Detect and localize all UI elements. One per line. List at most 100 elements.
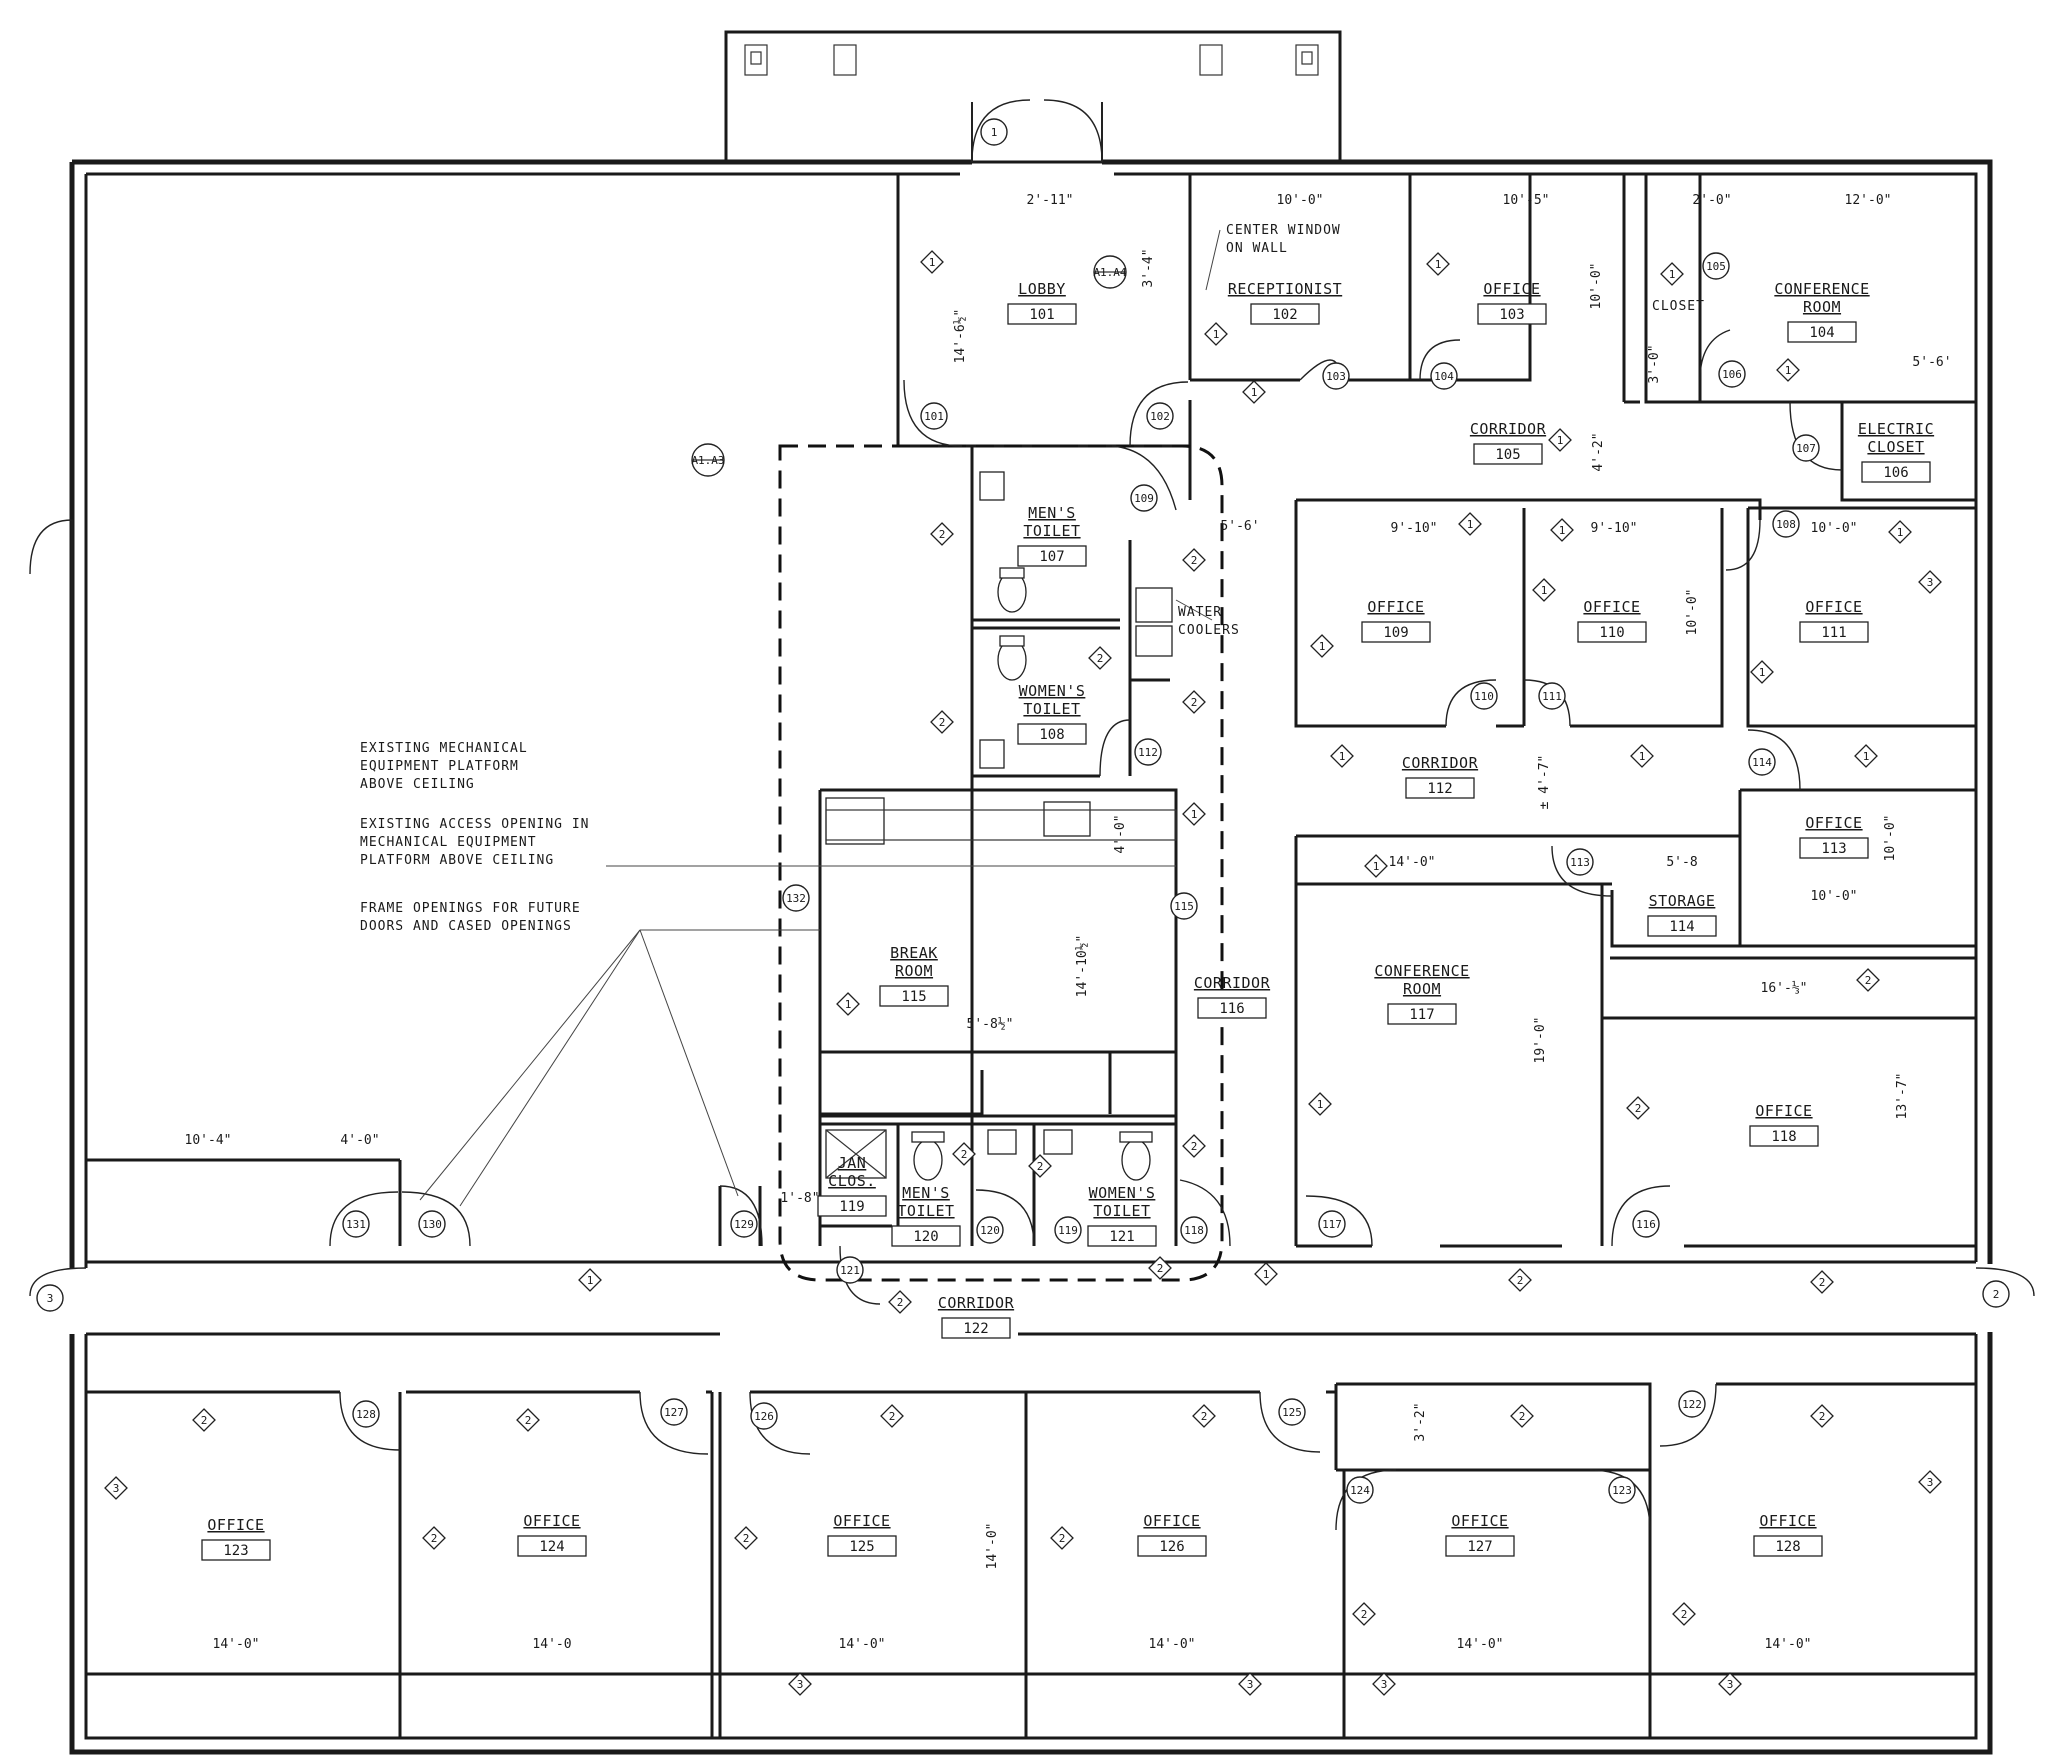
room-number-label: 121 <box>1109 1229 1134 1245</box>
room-number-box <box>827 1535 897 1557</box>
room-number-box <box>1007 303 1077 325</box>
room-number-label: 116 <box>1219 1001 1244 1017</box>
wall-type-tag-label: 2 <box>1191 696 1198 709</box>
room-number-box <box>1787 321 1857 343</box>
room-number-label: 122 <box>963 1321 988 1337</box>
dimension-label: 5'-6' <box>1220 519 1259 534</box>
room-name-label: TOILET <box>1093 1202 1150 1220</box>
wall-type-tag-label: 2 <box>525 1414 532 1427</box>
wall-type-tag: 2 <box>422 1526 446 1550</box>
room-number-box <box>941 1317 1011 1339</box>
wall-type-tag-label: 2 <box>1059 1532 1066 1545</box>
wall-type-tag-label: 1 <box>1559 524 1566 537</box>
room-number-label: 113 <box>1821 841 1846 857</box>
door-tag: 111 <box>1538 682 1566 710</box>
wall-type-tag: 2 <box>1510 1404 1534 1428</box>
wall-type-tag: 1 <box>1458 512 1482 536</box>
room-name-label: MEN'S <box>1028 504 1076 522</box>
room-name-label: ELECTRIC <box>1858 420 1934 438</box>
note-line: EQUIPMENT PLATFORM <box>360 759 519 774</box>
dimension-label: 10'-0" <box>1277 193 1324 208</box>
wall-type-tag: 2 <box>1508 1268 1532 1292</box>
room-name-label: OFFICE <box>1367 598 1424 616</box>
room-number-box <box>1087 1225 1157 1247</box>
wall-type-tag: 1 <box>1364 854 1388 878</box>
door-tag-label: 121 <box>840 1264 860 1277</box>
door-tag: 101 <box>920 402 948 430</box>
room-number-box <box>1861 461 1931 483</box>
door-tag-label: 130 <box>422 1218 442 1231</box>
door-tag: 114 <box>1748 748 1776 776</box>
room-number-box <box>1577 621 1647 643</box>
wall-type-tag: 2 <box>1810 1404 1834 1428</box>
room-name-label: MEN'S <box>902 1184 950 1202</box>
wall-type-tag-label: 2 <box>1201 1410 1208 1423</box>
room-number-label: 107 <box>1039 549 1064 565</box>
room-name-label: ROOM <box>895 962 933 980</box>
wall-type-tag-label: 2 <box>897 1296 904 1309</box>
wall-type-tag-label: 1 <box>1373 860 1380 873</box>
door-tag: 125 <box>1278 1398 1306 1426</box>
door-tag-label: 109 <box>1134 492 1154 505</box>
dimension-label: 4'-0" <box>340 1133 379 1148</box>
door-tag-label: 126 <box>754 1410 774 1423</box>
room-number-label: 127 <box>1467 1539 1492 1555</box>
wall-type-tag-label: 1 <box>1541 584 1548 597</box>
wall-type-tag-label: 2 <box>1819 1410 1826 1423</box>
room-number-box <box>1250 303 1320 325</box>
door-tag: 3 <box>36 1284 64 1312</box>
wall-type-tag-label: 1 <box>845 998 852 1011</box>
dimension-label: 10'-0" <box>1883 815 1898 862</box>
dimension-label: 1'-8" <box>780 1191 819 1206</box>
door-tag: 118 <box>1180 1216 1208 1244</box>
room-number-label: 128 <box>1775 1539 1800 1555</box>
room-name-label: ROOM <box>1403 980 1441 998</box>
wall-type-tag-label: 1 <box>929 256 936 269</box>
wall-type-tag: 2 <box>1028 1154 1052 1178</box>
wall-type-tag-label: 2 <box>939 716 946 729</box>
door-tag-label: 114 <box>1752 756 1772 769</box>
wall-type-tag: 2 <box>930 522 954 546</box>
wall-type-tag: 1 <box>836 992 860 1016</box>
door-tag-label: 102 <box>1150 410 1170 423</box>
room-name-label: CONFERENCE <box>1374 962 1469 980</box>
section-marker-label: A1.A4 <box>1093 266 1126 279</box>
entry-canopy <box>724 30 1342 164</box>
room-name-label: OFFICE <box>1755 1102 1812 1120</box>
door-tag: 113 <box>1566 848 1594 876</box>
wall-type-tag: 2 <box>1856 968 1880 992</box>
door-tag-label: 103 <box>1326 370 1346 383</box>
door-tag: 107 <box>1792 434 1820 462</box>
room-number-box <box>1477 303 1547 325</box>
door-tag-label: 116 <box>1636 1218 1656 1231</box>
wall-type-tag-label: 1 <box>1191 808 1198 821</box>
wall-type-tag-label: 2 <box>1157 1262 1164 1275</box>
room-name-label: OFFICE <box>1483 280 1540 298</box>
wall-type-tag: 1 <box>1776 358 1800 382</box>
wall-type-tag: 1 <box>1242 380 1266 404</box>
door-tag-label: 125 <box>1282 1406 1302 1419</box>
door-tag-label: 106 <box>1722 368 1742 381</box>
room-number-box <box>1799 621 1869 643</box>
wall-type-tag-label: 1 <box>1669 268 1676 281</box>
wall-type-tag: 3 <box>788 1672 812 1696</box>
room-labels: LOBBY101RECEPTIONIST102OFFICE103CONFEREN… <box>201 280 1934 1561</box>
mechanical-platform-outline <box>778 444 1224 1282</box>
room-number-box <box>1647 915 1717 937</box>
wall-type-tag: 3 <box>104 1476 128 1500</box>
wall-type-tag: 1 <box>1888 520 1912 544</box>
